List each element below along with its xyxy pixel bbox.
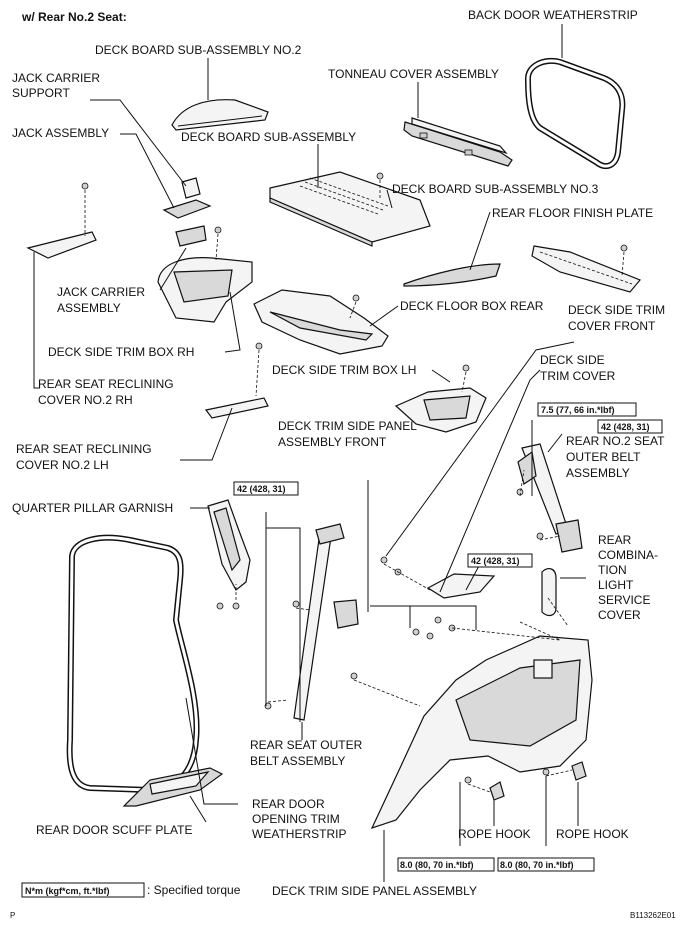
torque-specs: 7.5 (77, 66 in.*lbf) 42 (428, 31) 42 (42…: [233, 402, 663, 872]
label-deck-side-trim-cover-front-l2: COVER FRONT: [568, 319, 656, 333]
svg-text:42 (428, 31): 42 (428, 31): [601, 422, 650, 432]
label-rope-hook-left: ROPE HOOK: [458, 827, 531, 841]
reclining-cover-rh-part: [26, 231, 97, 259]
rope-hook-left-part: [489, 781, 505, 801]
jack-carrier-assembly-part: [175, 225, 207, 247]
label-rear-no2-seat-belt-l1: REAR NO.2 SEAT: [566, 434, 665, 448]
fasteners: [81, 172, 628, 784]
label-rear-no2-seat-belt-l2: OUTER BELT: [566, 450, 641, 464]
label-jack-carrier-assembly-l2: ASSEMBLY: [57, 301, 121, 315]
label-rear-no2-seat-belt-l3: ASSEMBLY: [566, 466, 630, 480]
label-deck-board-no3: DECK BOARD SUB-ASSEMBLY NO.3: [392, 182, 599, 196]
label-rear-seat-belt-l2: BELT ASSEMBLY: [250, 754, 345, 768]
rope-hook-right-part: [571, 761, 587, 781]
label-deck-side-trim-cover-l1: DECK SIDE: [540, 353, 605, 367]
rear-floor-finish-plate-part: [403, 263, 501, 287]
label-deck-trim-side-panel: DECK TRIM SIDE PANEL ASSEMBLY: [272, 884, 477, 898]
deck-side-trim-cover-part: [426, 573, 496, 599]
label-rear-combination-light-l5: SERVICE: [598, 593, 650, 607]
deck-side-trim-cover-front-part: [531, 245, 641, 293]
label-deck-side-trim-box-rh: DECK SIDE TRIM BOX RH: [48, 345, 194, 359]
label-deck-floor-box-rear: DECK FLOOR BOX REAR: [400, 299, 544, 313]
deck-board-part: [269, 171, 431, 247]
label-rear-seat-belt-l1: REAR SEAT OUTER: [250, 738, 363, 752]
tonneau-cover-part: [403, 117, 513, 167]
label-reclining-cover-lh-l2: COVER NO.2 LH: [16, 458, 109, 472]
label-tonneau-cover: TONNEAU COVER ASSEMBLY: [328, 67, 499, 81]
rear-seat-outer-belt-part: [293, 523, 359, 721]
deck-side-trim-box-rh-part: [157, 257, 253, 323]
label-rear-door-opening-trim-l2: OPENING TRIM: [252, 812, 340, 826]
label-deck-trim-side-panel-front-l2: ASSEMBLY FRONT: [278, 435, 387, 449]
deck-floor-box-rear-part: [253, 289, 389, 355]
torque-box-42-mid: 42 (428, 31): [467, 553, 533, 568]
leader-lines: [33, 24, 586, 882]
deck-side-trim-box-lh-part: [394, 387, 487, 433]
label-rear-combination-light-l4: LIGHT: [598, 578, 634, 592]
label-rear-combination-light-l1: REAR: [598, 533, 632, 547]
torque-box-8-0-right: 8.0 (80, 70 in.*lbf): [497, 857, 595, 872]
deck-trim-side-panel-part: [370, 635, 593, 830]
label-jack-carrier-support-l1: JACK CARRIER: [12, 71, 100, 85]
reclining-cover-lh-part: [204, 397, 269, 419]
torque-legend: N*m (kgf*cm, ft.*lbf) : Specified torque: [21, 882, 241, 898]
label-rear-door-opening-trim-l1: REAR DOOR: [252, 797, 325, 811]
legend-unit-box: N*m (kgf*cm, ft.*lbf): [25, 886, 110, 896]
label-back-door-weatherstrip: BACK DOOR WEATHERSTRIP: [468, 8, 638, 22]
rear-no2-seat-belt-part: [517, 443, 583, 553]
torque-box-8-0-left: 8.0 (80, 70 in.*lbf): [397, 857, 495, 872]
legend-unit-desc: : Specified torque: [147, 883, 241, 897]
label-reclining-cover-lh-l1: REAR SEAT RECLINING: [16, 442, 152, 456]
label-rear-door-scuff-plate: REAR DOOR SCUFF PLATE: [36, 823, 192, 837]
jack-assembly-part: [162, 177, 212, 219]
label-jack-carrier-support-l2: SUPPORT: [12, 86, 70, 100]
label-rear-combination-light-l6: COVER: [598, 608, 641, 622]
quarter-pillar-garnish-part: [207, 499, 251, 591]
rear-door-scuff-plate-part: [122, 767, 224, 807]
svg-text:42 (428, 31): 42 (428, 31): [237, 484, 286, 494]
label-deck-trim-side-panel-front-l1: DECK TRIM SIDE PANEL: [278, 419, 417, 433]
svg-text:42 (428, 31): 42 (428, 31): [471, 556, 520, 566]
rear-door-opening-weatherstrip-part: [66, 534, 200, 794]
svg-text:7.5 (77, 66 in.*lbf): 7.5 (77, 66 in.*lbf): [541, 405, 615, 415]
torque-box-7-5: 7.5 (77, 66 in.*lbf): [537, 402, 637, 417]
torque-box-42-left: 42 (428, 31): [233, 481, 299, 496]
svg-text:8.0 (80, 70 in.*lbf): 8.0 (80, 70 in.*lbf): [400, 860, 474, 870]
label-jack-assembly: JACK ASSEMBLY: [12, 126, 109, 140]
section-header: w/ Rear No.2 Seat:: [21, 10, 127, 24]
label-rope-hook-right: ROPE HOOK: [556, 827, 629, 841]
part-labels: BACK DOOR WEATHERSTRIP DECK BOARD SUB-AS…: [12, 8, 665, 898]
label-jack-carrier-assembly-l1: JACK CARRIER: [57, 285, 145, 299]
label-rear-combination-light-l3: TION: [598, 563, 627, 577]
footer-right-code: B113262E01: [630, 911, 676, 920]
label-deck-side-trim-cover-l2: TRIM COVER: [540, 369, 616, 383]
label-reclining-cover-rh-l1: REAR SEAT RECLINING: [38, 377, 174, 391]
label-deck-side-trim-cover-front-l1: DECK SIDE TRIM: [568, 303, 665, 317]
label-rear-combination-light-l2: COMBINA-: [598, 548, 658, 562]
torque-box-42-right: 42 (428, 31): [597, 419, 663, 434]
label-quarter-pillar-garnish: QUARTER PILLAR GARNISH: [12, 501, 173, 515]
assembly-guides: [84, 180, 625, 793]
label-rear-floor-finish-plate: REAR FLOOR FINISH PLATE: [492, 206, 653, 220]
label-reclining-cover-rh-l2: COVER NO.2 RH: [38, 393, 133, 407]
label-deck-board: DECK BOARD SUB-ASSEMBLY: [181, 130, 356, 144]
rear-combination-light-cover-part: [541, 568, 557, 617]
back-door-weatherstrip-part: [525, 58, 626, 170]
label-deck-board-no2: DECK BOARD SUB-ASSEMBLY NO.2: [95, 43, 302, 57]
deck-board-no2-part: [171, 99, 269, 131]
label-rear-door-opening-trim-l3: WEATHERSTRIP: [252, 827, 346, 841]
footer-left-code: P: [10, 911, 15, 920]
label-deck-side-trim-box-lh: DECK SIDE TRIM BOX LH: [272, 363, 416, 377]
svg-text:8.0 (80, 70 in.*lbf): 8.0 (80, 70 in.*lbf): [500, 860, 574, 870]
